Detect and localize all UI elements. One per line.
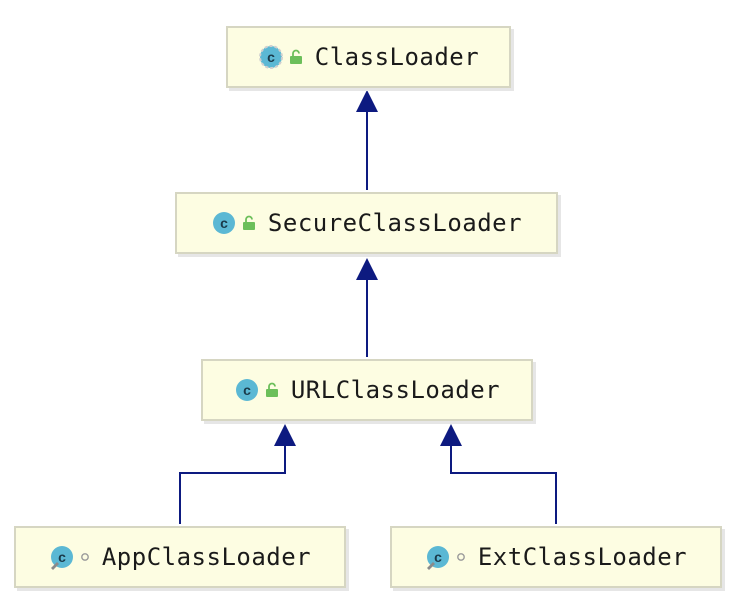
abstract-class-icon: c [258, 45, 283, 69]
svg-text:c: c [243, 382, 251, 398]
public-lock-icon [265, 382, 278, 397]
class-icon: c [212, 212, 235, 234]
node-urlclassloader[interactable]: c URLClassLoader [201, 359, 533, 421]
svg-text:c: c [220, 215, 228, 231]
node-icons: c [425, 544, 466, 570]
node-icons: c [49, 544, 90, 570]
node-label: ClassLoader [314, 43, 480, 71]
static-class-icon: c [426, 546, 449, 570]
package-private-dot-icon [80, 553, 89, 561]
edge-app-to-url [179, 446, 286, 524]
edge-ext-to-url [450, 446, 557, 524]
svg-text:c: c [58, 549, 66, 565]
node-icons: c [258, 44, 303, 70]
node-icons: c [211, 210, 256, 236]
static-class-icon: c [50, 546, 73, 570]
node-label: URLClassLoader [290, 376, 501, 404]
arrowhead-classloader [356, 90, 378, 112]
svg-text:c: c [267, 49, 275, 65]
class-icon: c [235, 379, 258, 401]
node-label: SecureClassLoader [267, 209, 523, 237]
node-classloader[interactable]: c ClassLoader [226, 26, 511, 88]
node-icons: c [234, 377, 279, 403]
node-extclassloader[interactable]: c ExtClassLoader [390, 526, 722, 588]
public-lock-icon [242, 215, 255, 230]
node-appclassloader[interactable]: c AppClassLoader [14, 526, 346, 588]
node-label: AppClassLoader [101, 543, 312, 571]
node-secureclassloader[interactable]: c SecureClassLoader [175, 192, 558, 254]
arrowhead-secure [356, 258, 378, 280]
arrowhead-url-left [274, 424, 296, 446]
arrowhead-url-right [440, 424, 462, 446]
public-lock-icon [289, 49, 302, 64]
svg-text:c: c [434, 549, 442, 565]
node-label: ExtClassLoader [477, 543, 688, 571]
package-private-dot-icon [456, 553, 465, 561]
